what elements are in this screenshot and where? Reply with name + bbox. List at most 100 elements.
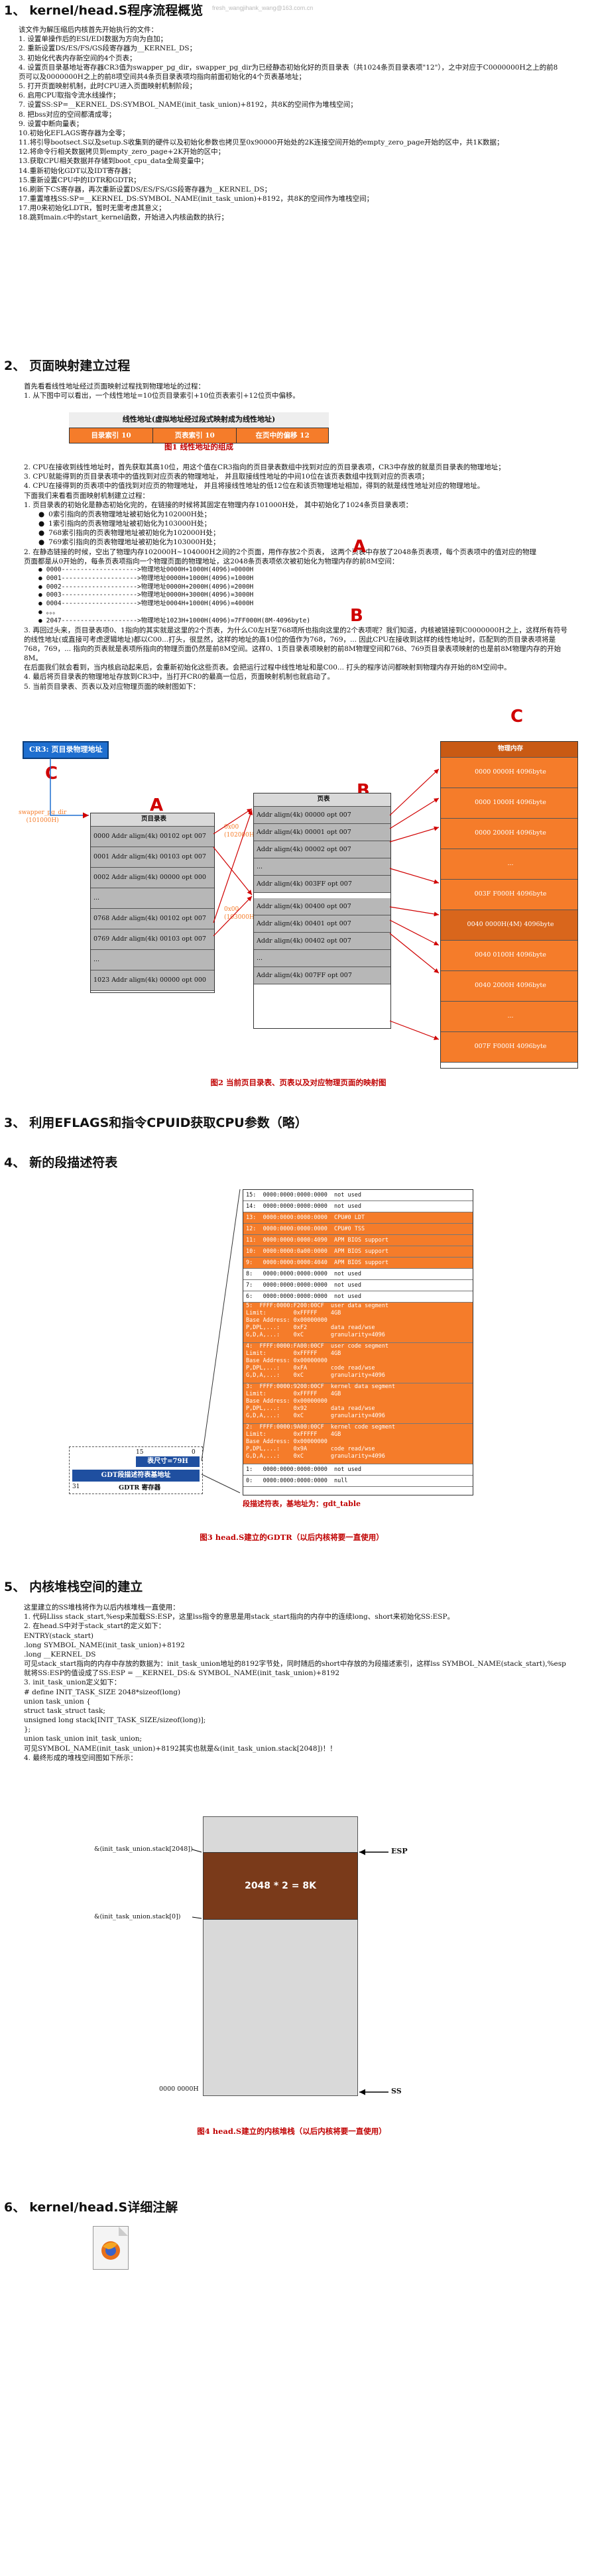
text-line: .long SYMBOL_NAME(init_task_union)+8192 bbox=[24, 1641, 185, 1649]
page-dir-entry: 0769 Addr align(4k) 00103 opt 007 bbox=[91, 929, 214, 950]
text-line: 15.重新设置CPU中的IDTR和GDTR； bbox=[19, 176, 141, 184]
section-number: 6、 bbox=[4, 2200, 26, 2215]
text-line: unsigned long stack[INIT_TASK_SIZE/sizeo… bbox=[24, 1716, 206, 1725]
body-paragraph: 2. CPU在接收到线性地址时，首先获取其高10位，用这个值在CR3指向的页目录… bbox=[24, 463, 581, 500]
physical-page: 0040 0100H 4096byte bbox=[441, 941, 577, 971]
text-line: 0003-------------------->物理地址0000H+3000H… bbox=[38, 591, 581, 600]
offset-cell: 在页中的偏移 12 bbox=[237, 428, 328, 443]
physical-page: 0040 2000H 4096byte bbox=[441, 971, 577, 1002]
page-dir-entry: ... bbox=[91, 950, 214, 970]
dir-index-cell: 目录索引 10 bbox=[70, 428, 154, 443]
section-1-heading: 1、kernel/head.S程序流程概览 bbox=[4, 3, 203, 20]
physical-page: 0000 1000H 4096byte bbox=[441, 788, 577, 819]
mapping-arrows bbox=[50, 758, 440, 1040]
gdtr-register: 15 0 表尺寸=79H GDT段描述符表基地址 31 GDTR 寄存器 bbox=[69, 1446, 203, 1494]
section-number: 3、 bbox=[4, 1116, 26, 1130]
section-number: 4、 bbox=[4, 1155, 26, 1170]
gdt-descriptor: 5: FFFF:0000:F200:00CF user data segment… bbox=[243, 1303, 473, 1343]
intro-line: 首先看看线性地址经过页面映射过程找到物理地址的过程： bbox=[24, 382, 205, 390]
physical-page: ... bbox=[441, 849, 577, 880]
section-number: 5、 bbox=[4, 1580, 26, 1594]
text-line: 7. 设置SS:SP=__KERNEL_DS:SYMBOL_NAME(init_… bbox=[19, 101, 357, 109]
pg-dir-address: swapper_pg_dir (101000H) bbox=[19, 809, 67, 825]
text-line: ENTRY(stack_start) bbox=[24, 1631, 94, 1640]
text-line: 3. init_task_union定义如下： bbox=[24, 1678, 121, 1687]
gdt-descriptor: 2: FFFF:0000:9A00:00CF kernel code segme… bbox=[243, 1424, 473, 1464]
text-line: 17.重置堆栈SS:SP=__KERNEL_DS:SYMBOL_NAME(ini… bbox=[19, 195, 374, 204]
page-table-entry: Addr align(4k) 00402 opt 007 bbox=[254, 933, 390, 950]
bullet-list: 0索引指向的页表物理地址被初始化为102000H处；1索引指向的页表物理地址被初… bbox=[24, 510, 581, 548]
intro-text: 该文件为解压缩后内核首先开始执行的文件： bbox=[19, 26, 158, 34]
text-line: 3. CPU就能得到的页目录表项中的值找到对应页表的物理地址， 并且取接线性地址… bbox=[24, 473, 429, 481]
body-paragraph: 1. 页目录表的初始化是静态初始化完的，在链接的时候将其固定在物理内存10100… bbox=[24, 500, 413, 509]
text-line: union task_union init_task_union; bbox=[24, 1735, 143, 1743]
gdt-descriptor: 7: 0000:0000:0000:0000 not used bbox=[243, 1280, 473, 1291]
text-line: 13.获取CPU相关数据并存储到boot_cpu_data全局变量中； bbox=[19, 157, 208, 166]
page-table-entry: Addr align(4k) 00401 opt 007 bbox=[254, 915, 390, 933]
esp-label: ESP bbox=[391, 1847, 408, 1855]
step-list: 1. 设置单操作后的ESI/EDI数据为方向为自加；2. 重新设置DS/ES/F… bbox=[19, 34, 589, 222]
text-line: 2. CPU在接收到线性地址时，首先获取其高10位，用这个值在CR3指向的页目录… bbox=[24, 463, 505, 471]
bit-label: 0 bbox=[192, 1449, 196, 1456]
text-line: 0000-------------------->物理地址0000H+1000H… bbox=[38, 566, 581, 575]
browser-document-icon bbox=[101, 2227, 128, 2260]
marker-c: C bbox=[45, 764, 58, 784]
physical-page: 0000 0000H 4096byte bbox=[441, 758, 577, 788]
page-table-entry: Addr align(4k) 00400 opt 007 bbox=[254, 898, 390, 915]
text-line: 1. 代码Lliss stack_start,%esp来加载SS:ESP，这里l… bbox=[24, 1613, 455, 1621]
table-title: 页目录表 bbox=[91, 813, 214, 827]
page-table-entry: Addr align(4k) 003FF opt 007 bbox=[254, 876, 390, 893]
zero-address-label: 0000 0000H bbox=[159, 2085, 199, 2093]
page-table-entry: Addr align(4k) 00000 opt 007 bbox=[254, 807, 390, 824]
gdt-base-field: GDT段描述符表基地址 bbox=[72, 1470, 200, 1482]
text-line: 3. 再回过头来，页目录表项0、1指向的其实就是这里的2个页表，为什么C0左H至… bbox=[24, 626, 567, 663]
stack-top-label: &(init_task_union.stack[2048]) bbox=[94, 1845, 193, 1853]
page-table-entry: ... bbox=[254, 858, 390, 876]
text-line: .long __KERNEL_DS bbox=[24, 1650, 96, 1659]
pt-address-bottom: 0x00 (103000H) bbox=[224, 906, 257, 921]
body-paragraph: 2. 在静态链接的时候，空出了物理内存102000H~104000H之间的2个页… bbox=[24, 548, 537, 565]
paging-map-figure: CR3: 页目录物理地址 C swapper_pg_dir (101000H) … bbox=[0, 729, 594, 1069]
section-3-heading: 3、利用EFLAGS和指令CPUID获取CPU参数（略） bbox=[4, 1115, 308, 1132]
gdt-descriptor: 6: 0000:0000:0000:0000 not used bbox=[243, 1291, 473, 1303]
section-title: 内核堆栈空间的建立 bbox=[29, 1580, 143, 1594]
text-line: 可见stack_start指向的内存中存放的数据为：init_task_unio… bbox=[24, 1660, 566, 1678]
physical-page: 003F F000H 4096byte bbox=[441, 880, 577, 910]
text-line: 768索引指向的页表物理地址被初始化为102000H处； bbox=[38, 528, 581, 538]
pt-address-top: 0x00 (102000H) bbox=[224, 824, 257, 839]
text-line: 2. 重新设置DS/ES/FS/GS段寄存器为__KERNEL_DS； bbox=[19, 44, 197, 53]
text-line: 4. 最终形成的堆栈空间图如下所示： bbox=[24, 1753, 137, 1762]
section-2-body: 2. CPU在接收到线性地址时，首先获取其高10位，用这个值在CR3指向的页目录… bbox=[24, 463, 581, 691]
text-line: }; bbox=[24, 1726, 31, 1734]
attachment-file-icon[interactable] bbox=[93, 2226, 129, 2270]
page-table-entry: Addr align(4k) 00001 opt 007 bbox=[254, 824, 390, 841]
figure-4-caption: 图4 head.S建立的内核堆栈（以后内核将要一直使用） bbox=[197, 2127, 386, 2136]
text-line: 4. 最后将页目录表的物理地址存放到CR3中，当打开CR0的最高一位后，页面映射… bbox=[24, 673, 335, 681]
gdt-descriptor: 0: 0000:0000:0000:0000 null bbox=[243, 1476, 473, 1487]
text-line: 8. 把bss对应的空间都清成零； bbox=[19, 110, 116, 119]
section-5-heading: 5、内核堆栈空间的建立 bbox=[4, 1579, 143, 1596]
linear-address-figure: 线性地址(虚拟地址经过段式映射成为线性地址) 目录索引 10 页表索引 10 在… bbox=[69, 412, 329, 444]
gdt-descriptor: 3: FFFF:0000:9200:00CF kernel data segme… bbox=[243, 1383, 473, 1424]
bit-label: 31 bbox=[72, 1484, 80, 1490]
gdt-descriptor: 1: 0000:0000:0000:0000 not used bbox=[243, 1464, 473, 1476]
text-line: 1. 设置单操作后的ESI/EDI数据为方向为自加； bbox=[19, 35, 168, 44]
task-union-block: 2048 * 2 = 8K bbox=[203, 1852, 358, 1920]
register-label: GDTR 寄存器 bbox=[119, 1484, 161, 1492]
gdt-descriptor: 8: 0000:0000:0000:0000 not used bbox=[243, 1269, 473, 1280]
section-title: 新的段描述符表 bbox=[29, 1155, 118, 1170]
section-2-heading: 2、页面映射建立过程 bbox=[4, 358, 130, 375]
text-line: 3. 初始化代表内存新空间的4个页表； bbox=[19, 54, 137, 62]
table-index-cell: 页表索引 10 bbox=[153, 428, 237, 443]
section-title: kernel/head.S详细注解 bbox=[29, 2200, 178, 2215]
page-dir-entry: 1023 Addr align(4k) 00000 opt 000 bbox=[91, 970, 214, 991]
body-paragraph: 3. 再回过头来，页目录表项0、1指向的其实就是这里的2个页表，为什么C0左H至… bbox=[24, 626, 567, 691]
page-dir-entry: 0001 Addr align(4k) 00103 opt 007 bbox=[91, 847, 214, 868]
figure-title: 线性地址(虚拟地址经过段式映射成为线性地址) bbox=[69, 412, 329, 428]
section-number: 1、 bbox=[4, 3, 26, 18]
marker-a: A bbox=[150, 795, 164, 815]
stack-bottom-label: &(init_task_union.stack[0]) bbox=[94, 1913, 181, 1920]
text-line: 下面我们来看看页面映射机制建立过程： bbox=[24, 491, 149, 500]
